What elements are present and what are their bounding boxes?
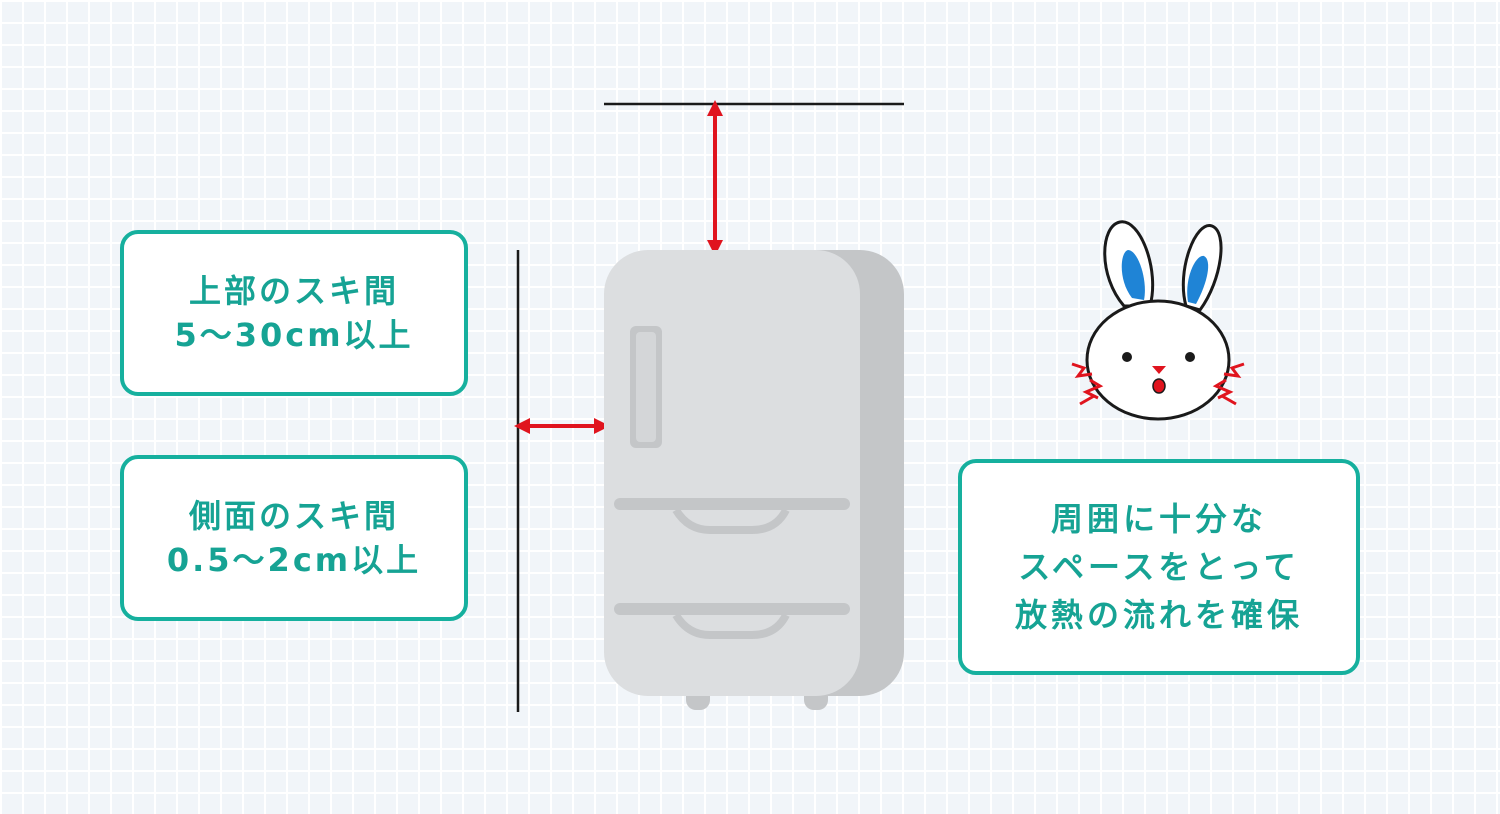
side-gap-value: 0.5〜2cm以上 [166,541,422,579]
tip-label-box: 周囲に十分な スペースをとって 放熱の流れを確保 [958,459,1360,675]
side-gap-title: 側面のスキ間 [188,497,399,535]
tip-line-1: 周囲に十分な [1050,500,1267,538]
tip-line-3: 放熱の流れを確保 [1014,596,1303,634]
top-gap-title: 上部のスキ間 [188,272,399,310]
rabbit-icon [1071,220,1245,421]
side-gap-label-box: 側面のスキ間 0.5〜2cm以上 [120,455,468,621]
top-gap-value: 5〜30cm以上 [174,316,414,354]
top-gap-label-box: 上部のスキ間 5〜30cm以上 [120,230,468,396]
refrigerator-icon [604,250,904,710]
tip-line-2: スペースをとって [1018,548,1300,586]
